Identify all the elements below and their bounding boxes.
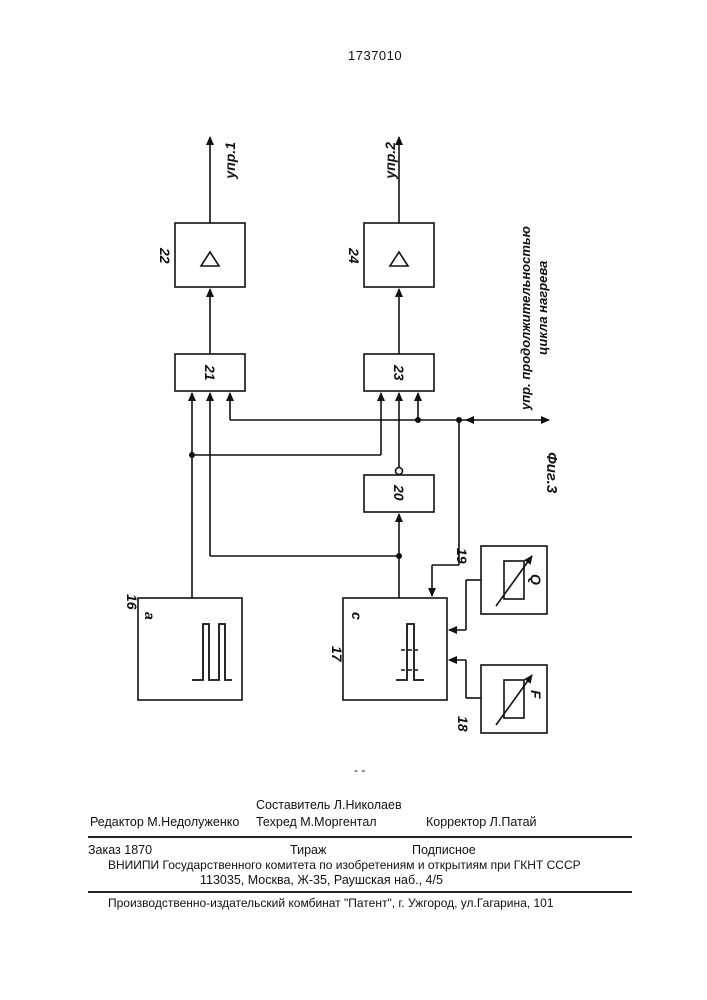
pulse-waveform-16	[192, 624, 232, 680]
cycle-control-label-1: упр. продолжительностью	[518, 226, 533, 410]
divider	[88, 891, 632, 893]
vniipi: ВНИИПИ Государственного комитета по изоб…	[108, 858, 581, 872]
label-block-18: 18	[455, 716, 471, 732]
letter-block-17: c	[349, 612, 365, 620]
junction-dot	[396, 553, 402, 559]
label-block-22: 22	[157, 248, 173, 264]
circulation: Тираж	[290, 843, 326, 857]
label-block-24: 24	[346, 248, 362, 264]
techred: Техред М.Моргентал	[256, 815, 377, 829]
junction-dot	[189, 452, 195, 458]
letter-block-16: a	[142, 612, 158, 620]
output-label-1: упр.1	[222, 142, 238, 179]
block-diagram	[0, 0, 707, 800]
cycle-control-label-2: цикла нагрева	[535, 261, 550, 355]
editor: Редактор М.Недолуженко	[90, 815, 239, 829]
compiler: Составитель Л.Николаев	[256, 798, 402, 812]
junction-dot	[456, 417, 462, 423]
label-block-17: 17	[329, 646, 345, 662]
output-label-2: упр.2	[382, 142, 398, 179]
address: 113035, Москва, Ж-35, Раушская наб., 4/5	[200, 873, 443, 887]
junction-dot	[415, 417, 421, 423]
divider	[88, 836, 632, 838]
figure-caption: Фиг.3	[543, 452, 560, 493]
amplifier-triangle-24	[390, 252, 408, 266]
label-block-21: 21	[202, 365, 218, 381]
letter-block-19: Q	[528, 574, 544, 585]
pulse-waveform-17	[396, 624, 424, 680]
publisher: Производственно-издательский комбинат "П…	[108, 896, 554, 910]
order: Заказ 1870	[88, 843, 152, 857]
subscription: Подписное	[412, 843, 476, 857]
label-block-16: 16	[124, 594, 140, 610]
label-block-23: 23	[391, 365, 407, 381]
amplifier-triangle-22	[201, 252, 219, 266]
label-block-20: 20	[391, 485, 407, 501]
label-block-19: 19	[454, 548, 470, 564]
scan-mark: - -	[354, 763, 365, 777]
block-24	[364, 223, 434, 287]
pulse-dashed-17	[401, 650, 418, 670]
corrector: Корректор Л.Патай	[426, 815, 537, 829]
block-22	[175, 223, 245, 287]
letter-block-18: F	[528, 690, 544, 699]
